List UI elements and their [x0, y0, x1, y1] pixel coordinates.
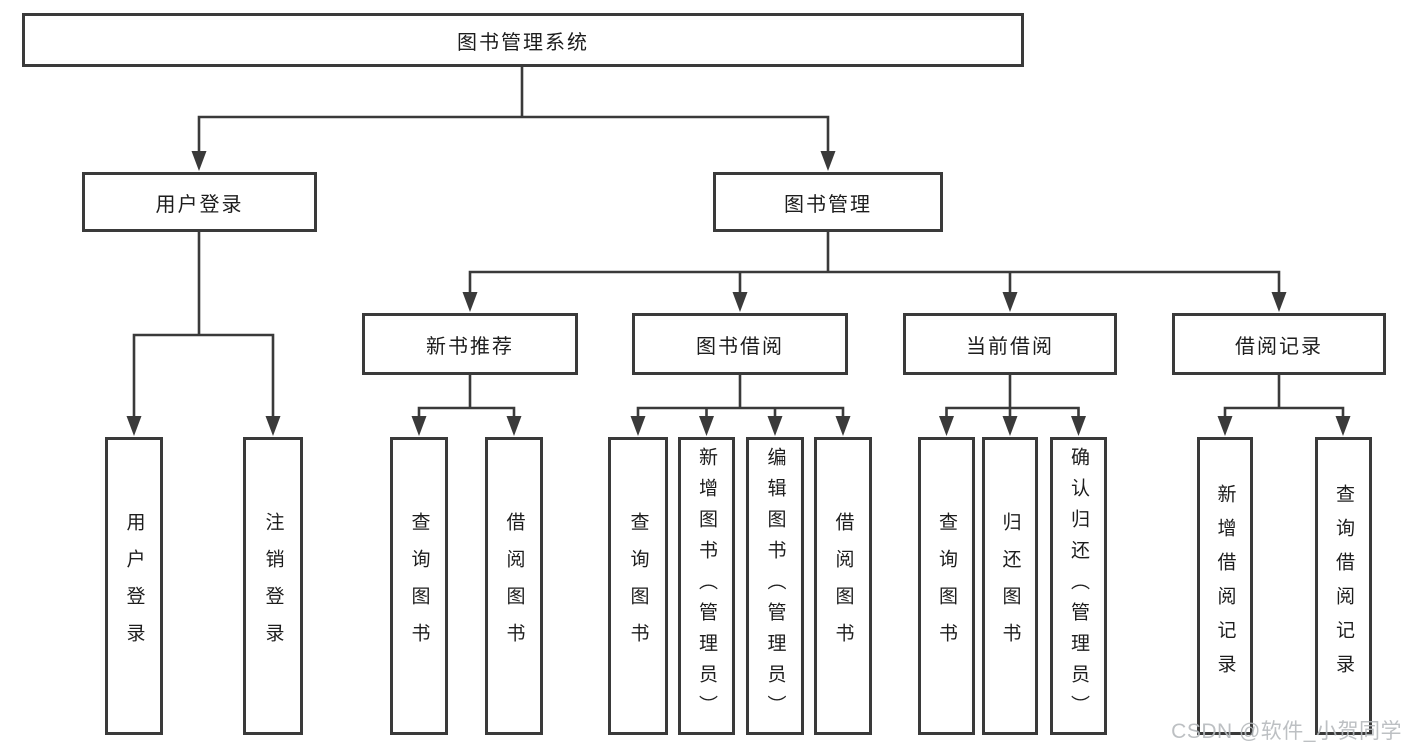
leaf-user-login: 用户登录 — [105, 437, 163, 735]
node-book-borrow: 图书借阅 — [632, 313, 848, 375]
arrowhead — [699, 416, 714, 436]
node-label: 图书管理 — [784, 193, 872, 216]
connector — [945, 373, 1080, 420]
arrowhead — [126, 416, 142, 436]
connector — [197, 65, 830, 154]
node-user-login: 用户登录 — [82, 172, 317, 232]
node-label: 查询图书 — [936, 512, 957, 660]
arrowhead — [1002, 292, 1018, 312]
leaf-confirm-return-admin: 确认归还（管理员） — [1050, 437, 1107, 735]
leaf-return-book: 归还图书 — [982, 437, 1038, 735]
connector — [132, 230, 275, 420]
arrowhead — [767, 416, 783, 436]
node-label: 查询借阅记录 — [1333, 484, 1354, 688]
node-book-management: 图书管理 — [713, 172, 943, 232]
connector — [468, 230, 1281, 296]
arrowhead — [835, 416, 851, 436]
arrowhead — [1071, 416, 1086, 436]
connector — [1223, 373, 1345, 420]
node-label: 借阅记录 — [1235, 335, 1323, 358]
arrowhead — [732, 292, 748, 312]
arrowhead — [506, 416, 522, 436]
node-label: 新增借阅记录 — [1214, 484, 1236, 688]
node-label: 新增图书（管理员） — [696, 446, 717, 726]
node-label: 用户登录 — [123, 512, 145, 660]
leaf-borrow-query-book: 查询图书 — [608, 437, 668, 735]
node-label: 编辑图书（管理员） — [764, 446, 786, 726]
arrowhead — [1335, 416, 1351, 436]
node-new-book-recommend: 新书推荐 — [362, 313, 578, 375]
node-label: 图书管理系统 — [457, 31, 589, 54]
arrowhead — [630, 416, 646, 436]
arrowhead — [939, 416, 954, 436]
leaf-recommend-borrow-book: 借阅图书 — [485, 437, 543, 735]
node-label: 归还图书 — [999, 512, 1021, 660]
leaf-current-query-book: 查询图书 — [918, 437, 975, 735]
arrowhead — [265, 416, 281, 436]
leaf-recommend-query-book: 查询图书 — [390, 437, 448, 735]
node-root: 图书管理系统 — [22, 13, 1024, 67]
arrowhead — [191, 151, 207, 171]
connector — [636, 373, 845, 420]
node-label: 查询图书 — [627, 512, 649, 660]
watermark: CSDN @软件_小贺同学 — [1171, 720, 1402, 743]
node-label: 新书推荐 — [426, 335, 514, 358]
node-label: 用户登录 — [155, 193, 244, 216]
arrowhead — [462, 292, 478, 312]
arrowhead — [1217, 416, 1233, 436]
node-label: 确认归还（管理员） — [1068, 446, 1089, 726]
arrowhead — [411, 416, 427, 436]
arrowhead — [1271, 292, 1287, 312]
arrowhead — [1002, 416, 1018, 436]
leaf-logout: 注销登录 — [243, 437, 303, 735]
leaf-edit-book-admin: 编辑图书（管理员） — [746, 437, 804, 735]
node-label: 注销登录 — [262, 512, 284, 660]
node-label: 借阅图书 — [503, 512, 525, 660]
node-label: 当前借阅 — [966, 335, 1054, 358]
connector — [417, 373, 516, 420]
node-current-borrow: 当前借阅 — [903, 313, 1117, 375]
node-label: 借阅图书 — [832, 512, 854, 660]
node-borrow-record: 借阅记录 — [1172, 313, 1386, 375]
leaf-query-borrow-record: 查询借阅记录 — [1315, 437, 1372, 735]
node-label: 图书借阅 — [696, 335, 784, 358]
node-label: 查询图书 — [408, 512, 430, 660]
leaf-add-borrow-record: 新增借阅记录 — [1197, 437, 1253, 735]
leaf-add-book-admin: 新增图书（管理员） — [678, 437, 735, 735]
leaf-borrow-borrow-book: 借阅图书 — [814, 437, 872, 735]
arrowhead — [820, 151, 836, 171]
